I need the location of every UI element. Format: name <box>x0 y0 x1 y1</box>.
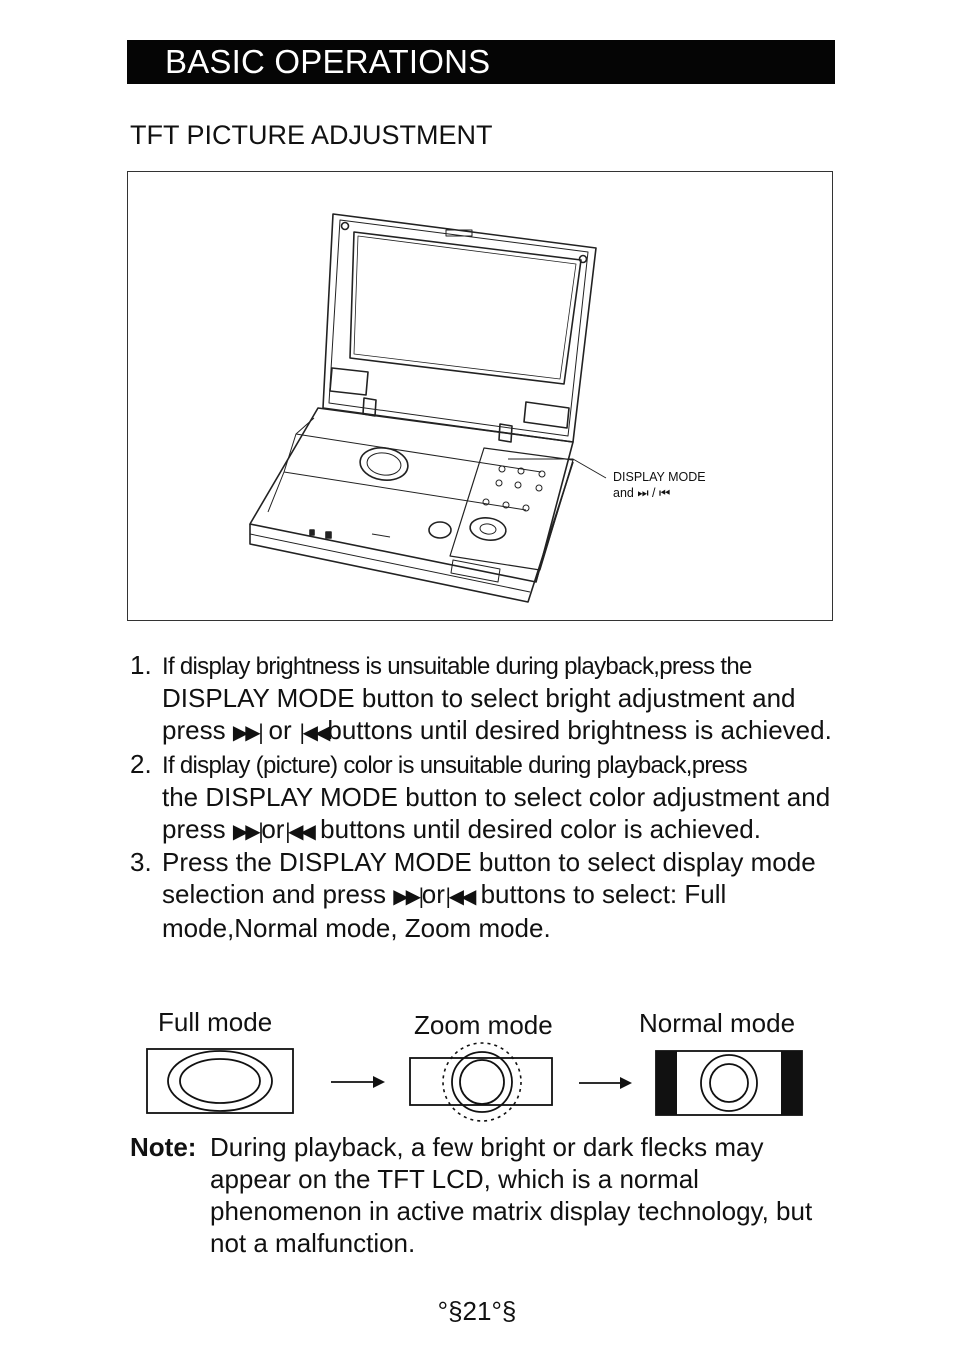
zoom-mode-inner-circle <box>459 1059 505 1105</box>
callout-skip-buttons: and ⏭ / ⏮ <box>613 486 671 500</box>
normal-mode-right-black-bar <box>781 1051 802 1115</box>
normal-mode-frame <box>655 1050 803 1116</box>
section-title: TFT PICTURE ADJUSTMENT <box>130 120 493 150</box>
instruction-list: 1. If display brightness is unsuitable d… <box>130 650 850 945</box>
note-block: Note: During playback, a few bright or d… <box>130 1132 850 1260</box>
arrow-right-icon <box>373 1076 385 1088</box>
mode-label-full: Full mode <box>158 1007 273 1037</box>
step-text: the DISPLAY MODE button to select color … <box>162 781 831 844</box>
arrow-right-icon <box>620 1077 632 1089</box>
callout-display-mode: DISPLAY MODE <box>613 470 706 484</box>
zoom-mode-outer-circle <box>451 1051 513 1113</box>
step-text-end: buttons until desired color is achieved. <box>312 813 761 844</box>
step-or: or <box>421 879 445 910</box>
header-bar: BASIC OPERATIONS <box>127 40 835 84</box>
step-text: Press the DISPLAY MODE button to select … <box>162 847 816 910</box>
step-or: or <box>261 813 285 844</box>
step-condition: If display brightness is unsuitable duri… <box>162 653 752 680</box>
step-number: 1. <box>130 650 152 680</box>
mode-label-zoom: Zoom mode <box>414 1010 553 1040</box>
instruction-step-2: 2. If display (picture) color is unsuita… <box>130 749 850 848</box>
previous-button-icon: |◀◀ <box>284 818 315 843</box>
display-modes-diagram <box>146 1042 803 1122</box>
dvd-player-figure: DISPLAY MODE and ⏭ / ⏮ <box>127 171 833 621</box>
next-button-icon: ▶▶| <box>232 719 264 744</box>
zoom-mode-dashed-circle <box>442 1042 522 1122</box>
note-label: Note: <box>130 1132 197 1162</box>
previous-button-icon: |◀◀ <box>298 719 330 744</box>
step-condition: If display (picture) color is unsuitable… <box>162 751 748 779</box>
full-mode-frame <box>146 1048 294 1114</box>
full-mode-outer-ellipse <box>167 1050 273 1112</box>
previous-button-icon: |◀◀ <box>444 884 476 909</box>
mode-label-normal: Normal mode <box>639 1008 796 1038</box>
step-or: or <box>261 714 299 745</box>
instruction-step-3: 3. Press the DISPLAY MODE button to sele… <box>130 847 850 945</box>
zoom-mode-frame <box>409 1057 553 1106</box>
page-number: °§21°§ <box>437 1296 517 1326</box>
step-text: DISPLAY MODE button to select bright adj… <box>162 682 796 745</box>
instruction-step-1: 1. If display brightness is unsuitable d… <box>130 650 850 749</box>
next-button-icon: ▶▶| <box>232 818 264 843</box>
normal-mode-left-black-bar <box>656 1051 677 1115</box>
portable-dvd-player-illustration <box>249 213 607 603</box>
note-text: During playback, a few bright or dark fl… <box>210 1132 813 1258</box>
full-mode-inner-ellipse <box>179 1058 261 1104</box>
page-title: BASIC OPERATIONS <box>165 43 491 80</box>
next-button-icon: ▶▶| <box>393 884 424 909</box>
step-text-end: buttons until desired brightness is achi… <box>327 714 832 745</box>
normal-mode-inner-circle <box>709 1063 749 1103</box>
step-number: 3. <box>130 847 152 878</box>
step-number: 2. <box>130 748 152 779</box>
step-text-end: buttons to select: Full mode,Normal mode… <box>162 879 727 944</box>
normal-mode-outer-circle <box>700 1054 758 1112</box>
